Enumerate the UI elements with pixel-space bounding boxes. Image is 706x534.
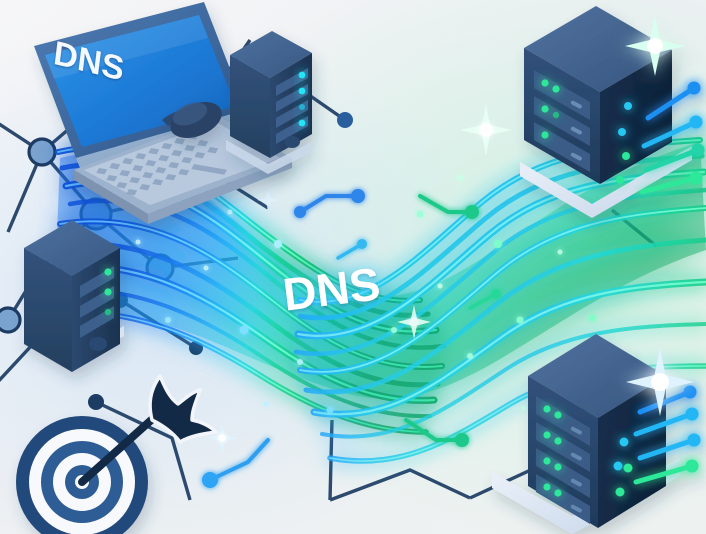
rack-br-top [528,334,666,418]
rack-br-sparkle [626,348,694,416]
keyboard-keybed [84,122,280,205]
rack-br-fiber-connectors [633,389,697,485]
rack-tr-sparkle [625,16,685,76]
server-tower-left[interactable] [22,220,124,372]
arrow-shaft [78,410,162,486]
rack-br-side [598,376,666,528]
tower-left-leds [104,268,112,316]
server-rack-top-right[interactable] [520,6,705,218]
keyboard-keys [96,133,227,196]
rack-tr-handles [570,100,582,161]
rack-br-leds [543,405,562,497]
data-particles [135,175,596,414]
tower-mid-leds [298,71,306,127]
tower-mid-power-button[interactable] [284,136,300,148]
arrow-dart[interactable] [78,374,218,486]
tower-mid-top [230,31,312,78]
tower-mid-base-ring [226,140,312,174]
rack-tr-plate [520,146,692,218]
rack-tr-side [600,50,672,184]
rack-br-plate [492,458,680,534]
arrow-fletching [148,374,218,444]
rack-tr-top [524,6,672,92]
target-bullseye[interactable] [16,416,148,534]
tower-mid-front [230,55,270,158]
rack-br-side-dots [613,437,633,497]
tower-left-power-button[interactable] [89,337,107,351]
server-tower-top-middle[interactable] [226,31,312,174]
computer-mouse[interactable] [162,95,227,145]
rack-br-fiber-tips [683,385,701,473]
rack-tr-fiber-connectors [639,85,701,195]
rack-tr-leds [541,79,560,139]
server-rack-bottom-right[interactable] [492,334,701,534]
rack-tr-fiber-tips [687,81,705,185]
keyboard[interactable] [74,116,292,224]
tower-left-front [24,248,72,372]
rack-tr-side-dots [616,102,632,184]
stream-ribbon-body [54,142,706,399]
rack-br-handles [570,426,582,513]
